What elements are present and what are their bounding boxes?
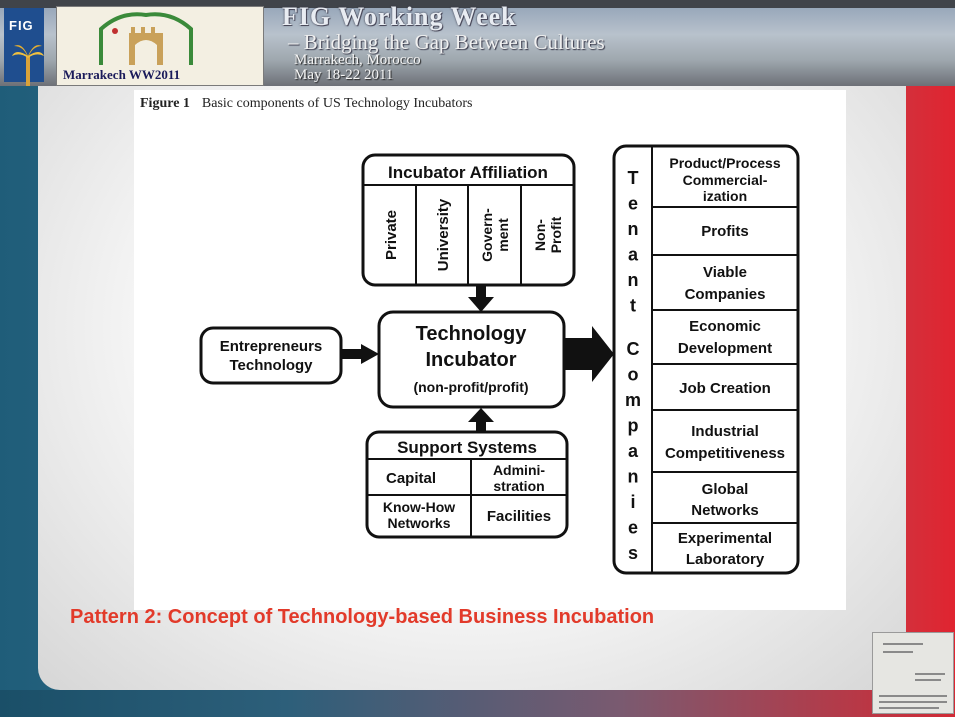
fig-logo-text: FIG [9,18,34,33]
outcome-industrial-line2: Competitiveness [665,445,785,462]
tenant-letter: C [627,339,640,359]
support-title: Support Systems [397,438,537,457]
thumbnail-line [879,707,939,709]
support-facilities: Facilities [487,508,551,525]
affiliation-title: Incubator Affiliation [388,163,548,182]
tenant-letter: i [630,492,635,512]
conference-location: Marrakech, Morocco [294,52,421,68]
outcomes-list: Product/Process Commercial- ization Prof… [665,155,785,568]
city-gate-icon [99,12,193,65]
output-arrow-icon [592,326,614,382]
thumbnail-line [915,679,941,681]
thumbnail-line [883,651,913,653]
tenant-letter: n [628,219,639,239]
outcome-viable-line1: Viable [703,264,747,281]
outcome-commercialization-line1: Product/Process [669,155,780,171]
outcome-industrial-line1: Industrial [691,423,759,440]
tenant-letter: s [628,543,638,563]
outcome-job-creation: Job Creation [679,380,771,397]
support-administration-line1: Admini- [493,462,545,478]
tenant-letter: T [628,168,639,188]
thumbnail-line [915,673,945,675]
tenant-letter: p [628,416,639,436]
slide-title: Pattern 2: Concept of Technology-based B… [70,606,655,628]
tenant-letter: e [628,518,638,538]
tenant-letter: n [628,270,639,290]
figure-number: Figure 1 [140,96,190,111]
outcome-commercialization-line2: Commercial- [683,172,768,188]
tenant-letter: t [630,296,636,316]
incubator-diagram: Incubator Affiliation Private University… [199,144,800,575]
outcome-lab-line2: Laboratory [686,551,765,568]
support-administration-line2: stration [493,478,544,494]
support-knowhow-line1: Know-How [383,499,455,515]
outcome-profits: Profits [701,223,749,240]
outcome-commercialization-line3: ization [703,188,747,204]
incubator-line2: Incubator [425,349,516,371]
figure: Figure 1 Basic components of US Technolog… [134,90,846,610]
figure-caption: Figure 1 Basic components of US Technolog… [140,96,472,112]
conference-banner: FIG Marrakech WW2011 FIG Working Week – … [0,0,955,86]
thumbnail-line [879,695,947,697]
tenant-letter: e [628,194,638,214]
support-knowhow-line2: Networks [387,515,450,531]
tenant-letter: o [628,365,639,385]
affiliation-nonprofit-line1: Non- [532,219,548,251]
slide-bottom-band [0,690,955,717]
arrow-right-icon [361,344,379,364]
marrakech-logo: Marrakech WW2011 [56,6,264,86]
arrow-up-icon [468,408,494,422]
affiliation-government-line1: Govern- [479,208,495,262]
outcome-global-line1: Global [702,481,749,498]
fig-logo: FIG [4,8,44,86]
figure-caption-text: Basic components of US Technology Incuba… [201,96,473,111]
affiliation-private: Private [383,210,400,260]
input-technology: Technology [229,357,313,374]
outcome-viable-line2: Companies [685,286,766,303]
tenant-companies-box [612,144,800,575]
outcome-economic-line2: Development [678,340,772,357]
marrakech-logo-label: Marrakech WW2011 [63,67,181,82]
thumbnail-line [879,701,947,703]
affiliation-nonprofit-line2: Profit [548,216,564,253]
tenant-letter: n [628,467,639,487]
conference-dates: May 18-22 2011 [294,67,394,83]
outcome-economic-line1: Economic [689,318,761,335]
outcome-lab-line1: Experimental [678,530,772,547]
affiliation-university: University [435,198,452,271]
tenant-letter: a [628,441,639,461]
palm-tree-icon [12,45,44,86]
thumbnail-line [883,643,923,645]
conference-tagline: – Bridging the Gap Between Cultures [288,30,605,54]
tenant-letter: a [628,245,639,265]
banner-top-strip [0,0,955,8]
input-entrepreneurs: Entrepreneurs [220,338,323,355]
support-capital: Capital [386,470,436,487]
affiliation-government-line2: ment [495,218,511,252]
input-box [199,326,343,385]
conference-headline: FIG Working Week [282,2,517,31]
arrow-down-icon [468,297,494,312]
incubator-line1: Technology [416,323,528,345]
incubator-line3: (non-profit/profit) [413,379,528,395]
outcome-global-line2: Networks [691,502,759,519]
tenant-letter: m [625,390,641,410]
document-thumbnail [872,632,954,714]
